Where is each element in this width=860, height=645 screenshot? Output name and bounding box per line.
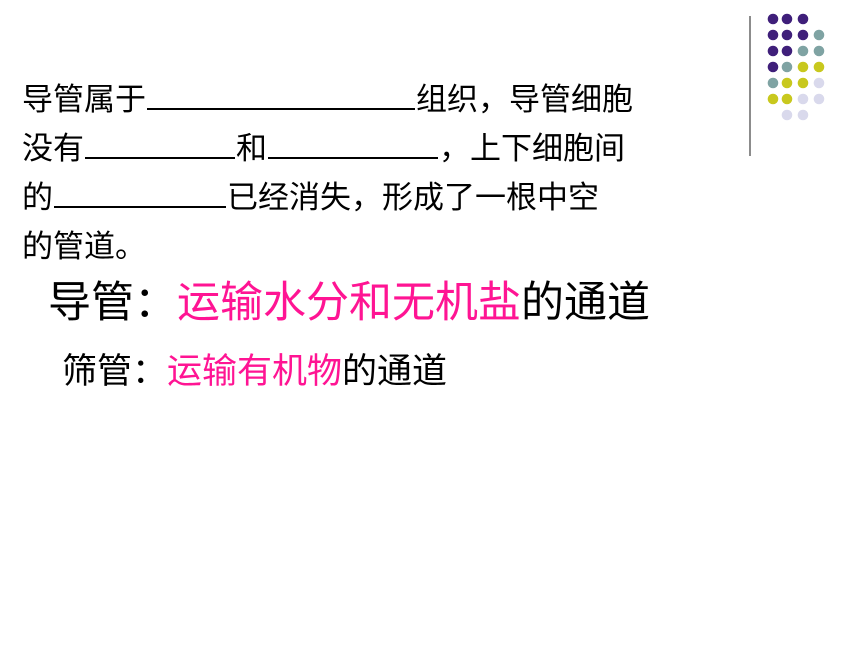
decorative-dot bbox=[781, 61, 793, 73]
question-text-4: 和 bbox=[236, 131, 267, 167]
decorative-divider bbox=[749, 16, 751, 156]
decorative-dot bbox=[767, 61, 779, 73]
question-text-7: 已经消失，形成了一根中空 bbox=[227, 180, 599, 216]
sieve-tube-label: 筛管： bbox=[62, 352, 168, 392]
decorative-dot bbox=[813, 61, 825, 73]
decorative-dot bbox=[767, 13, 779, 25]
sieve-tube-function: 运输有机物 bbox=[167, 352, 343, 392]
decorative-dot bbox=[797, 77, 809, 89]
answer-blank-1[interactable] bbox=[147, 78, 415, 110]
question-text-8: 的管道。 bbox=[22, 229, 146, 265]
sieve-tube-line: 筛管：运输有机物的通道 bbox=[62, 343, 447, 394]
question-text-5: ，上下细胞间 bbox=[439, 131, 625, 167]
answer-blank-2[interactable] bbox=[85, 127, 235, 159]
vessel-function: 运输水分和无机盐 bbox=[177, 278, 521, 328]
question-text-1: 导管属于 bbox=[22, 82, 146, 118]
decorative-dot bbox=[797, 93, 809, 105]
decorative-dot bbox=[813, 93, 825, 105]
decorative-dot bbox=[813, 29, 825, 41]
decorative-dot bbox=[781, 109, 793, 121]
decorative-dot bbox=[797, 109, 809, 121]
decorative-dot bbox=[781, 29, 793, 41]
decorative-dot bbox=[813, 45, 825, 57]
decorative-dot bbox=[813, 77, 825, 89]
decorative-dot bbox=[797, 61, 809, 73]
answer-blank-3[interactable] bbox=[268, 127, 438, 159]
decorative-dot bbox=[781, 13, 793, 25]
sieve-tube-tail: 的通道 bbox=[342, 352, 448, 392]
vessel-line: 导管：运输水分和无机盐的通道 bbox=[48, 268, 650, 330]
question-paragraph: 导管属于 组织，导管细胞 没有 和 ，上下细胞间 的 已经消失，形成了一根中空 的管道。 bbox=[22, 76, 722, 272]
answer-blank-4[interactable] bbox=[54, 176, 226, 208]
decorative-dot bbox=[797, 45, 809, 57]
decorative-dot bbox=[781, 77, 793, 89]
decorative-dot bbox=[767, 45, 779, 57]
decorative-dot bbox=[767, 29, 779, 41]
vessel-tail: 的通道 bbox=[521, 278, 650, 328]
question-text-3: 没有 bbox=[22, 131, 84, 167]
question-text-6: 的 bbox=[22, 180, 53, 216]
decorative-dot bbox=[767, 93, 779, 105]
decorative-dot bbox=[797, 13, 809, 25]
decorative-dot bbox=[781, 93, 793, 105]
decorative-dot bbox=[767, 77, 779, 89]
vessel-label: 导管： bbox=[48, 278, 177, 328]
decorative-dot bbox=[781, 45, 793, 57]
question-text-2: 组织，导管细胞 bbox=[416, 82, 633, 118]
decorative-dot bbox=[797, 29, 809, 41]
decorative-dot-grid bbox=[767, 13, 825, 121]
